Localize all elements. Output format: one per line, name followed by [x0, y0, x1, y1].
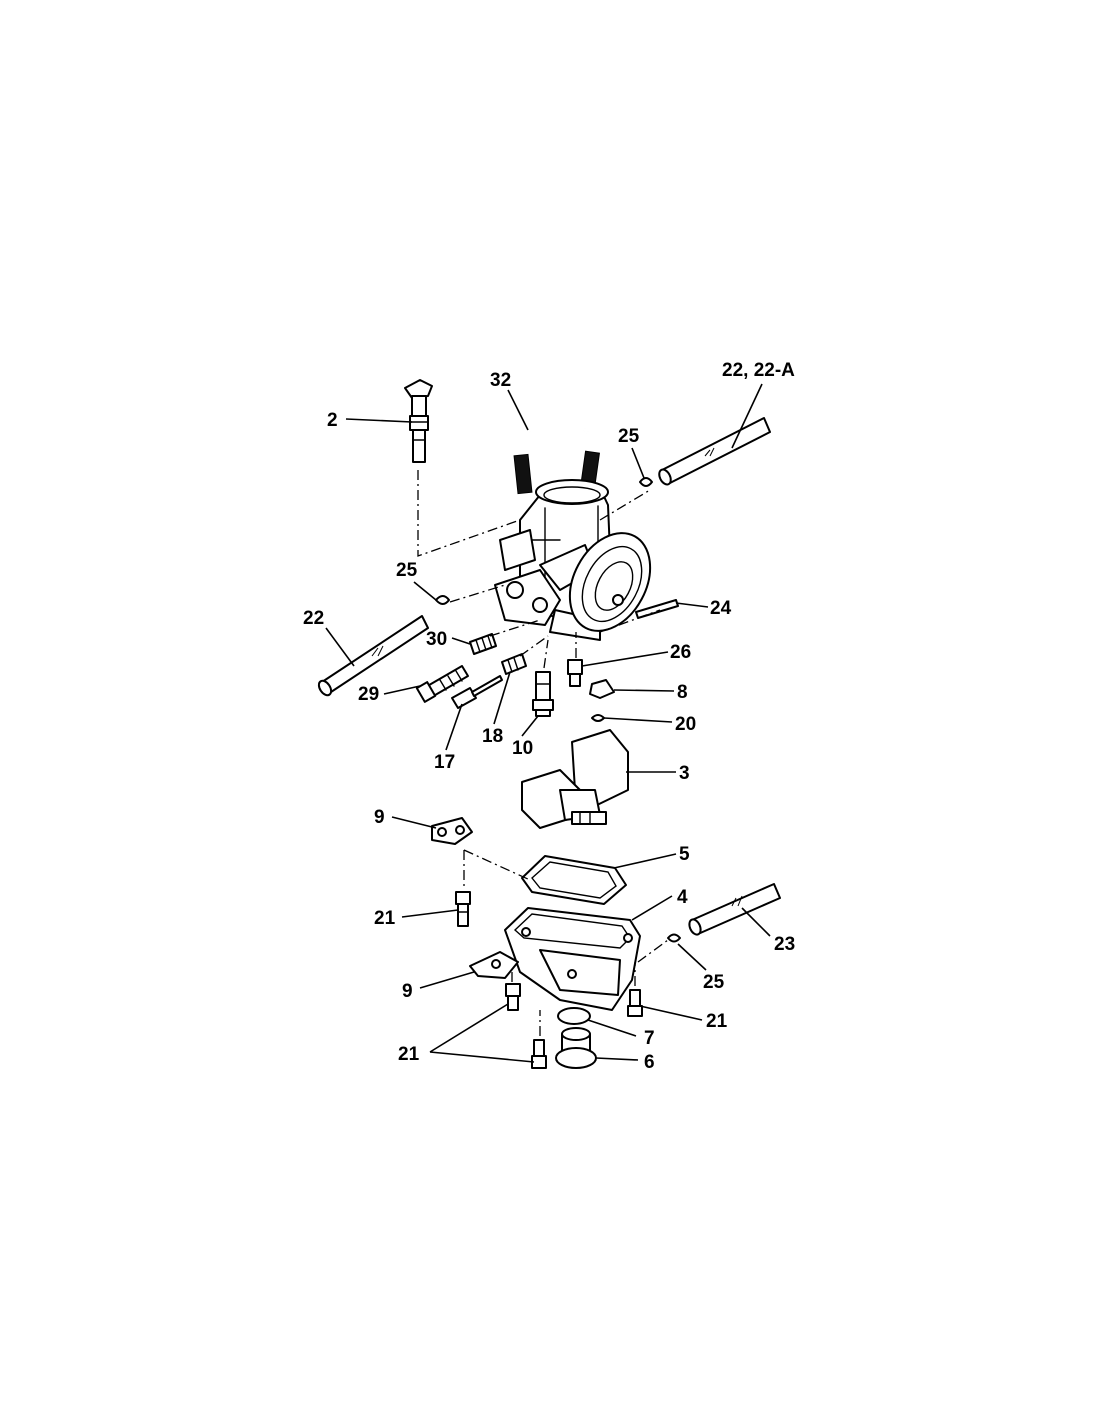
- callout-6: 6: [644, 1052, 655, 1073]
- clip-25-top: [639, 477, 653, 487]
- callout-32: 32: [490, 370, 511, 391]
- callout-26: 26: [670, 642, 691, 663]
- screw-29: [415, 665, 469, 703]
- callout-18: 18: [482, 726, 503, 747]
- part-8-nut: [589, 679, 615, 699]
- carburetor-body: [494, 479, 652, 641]
- callout-10: 10: [512, 738, 533, 759]
- spring-18: [501, 653, 527, 675]
- callout-8: 8: [677, 682, 688, 703]
- assembly-lines: [417, 470, 669, 1036]
- callout-labels: 2 32 22, 22-A 25 25 22 24 30 26 29 8 20 …: [303, 360, 795, 1073]
- callout-9-top: 9: [374, 807, 385, 828]
- callout-9-bottom: 9: [402, 981, 413, 1002]
- pin-24: [635, 599, 679, 619]
- callout-3: 3: [679, 763, 690, 784]
- callout-17: 17: [434, 752, 455, 773]
- bolt-21-upper: [455, 891, 471, 927]
- leader-lines: [325, 383, 771, 1063]
- spring-30: [469, 633, 497, 655]
- callout-30: 30: [426, 629, 447, 650]
- bolt-21-bottom: [531, 1039, 547, 1069]
- hose-23: [688, 883, 781, 936]
- callout-4: 4: [677, 887, 688, 908]
- hose-22-left: [317, 615, 429, 697]
- callout-25-bottom: 25: [703, 972, 725, 993]
- part-4-float-bowl: [504, 907, 641, 1011]
- bolt-21-right: [627, 989, 643, 1017]
- needle-17: [451, 675, 503, 709]
- callout-7: 7: [644, 1028, 655, 1049]
- callout-21-bottom: 21: [398, 1044, 420, 1065]
- callout-25-mid: 25: [396, 560, 418, 581]
- part-6-drain-plug: [555, 1027, 597, 1069]
- callout-22-22a: 22, 22-A: [722, 360, 795, 381]
- part-7-o-ring: [557, 1007, 591, 1025]
- part-9-bracket-bottom: [469, 951, 519, 979]
- callout-5: 5: [679, 844, 690, 865]
- callout-24: 24: [710, 598, 732, 619]
- part-5-gasket: [521, 855, 627, 905]
- jet-10: [532, 671, 554, 717]
- callout-25-top: 25: [618, 426, 640, 447]
- callout-22-left: 22: [303, 608, 324, 629]
- hose-22-22a: [658, 417, 771, 486]
- part-2-adjuster-screw: [404, 379, 433, 463]
- part-20-clip: [591, 714, 605, 722]
- part-3-float: [521, 729, 629, 829]
- clip-25-bottom: [667, 933, 681, 943]
- clip-25-mid: [435, 595, 450, 605]
- part-32-vent-tube: [513, 420, 601, 495]
- callout-20: 20: [675, 714, 696, 735]
- bolt-21-lower-left: [505, 983, 521, 1011]
- callout-21-right: 21: [706, 1011, 728, 1032]
- callout-29: 29: [358, 684, 379, 705]
- part-9-bracket-top: [431, 817, 473, 845]
- callout-23: 23: [774, 934, 795, 955]
- callout-2: 2: [327, 410, 338, 431]
- part-26-jet: [567, 659, 583, 687]
- callout-21-left: 21: [374, 908, 396, 929]
